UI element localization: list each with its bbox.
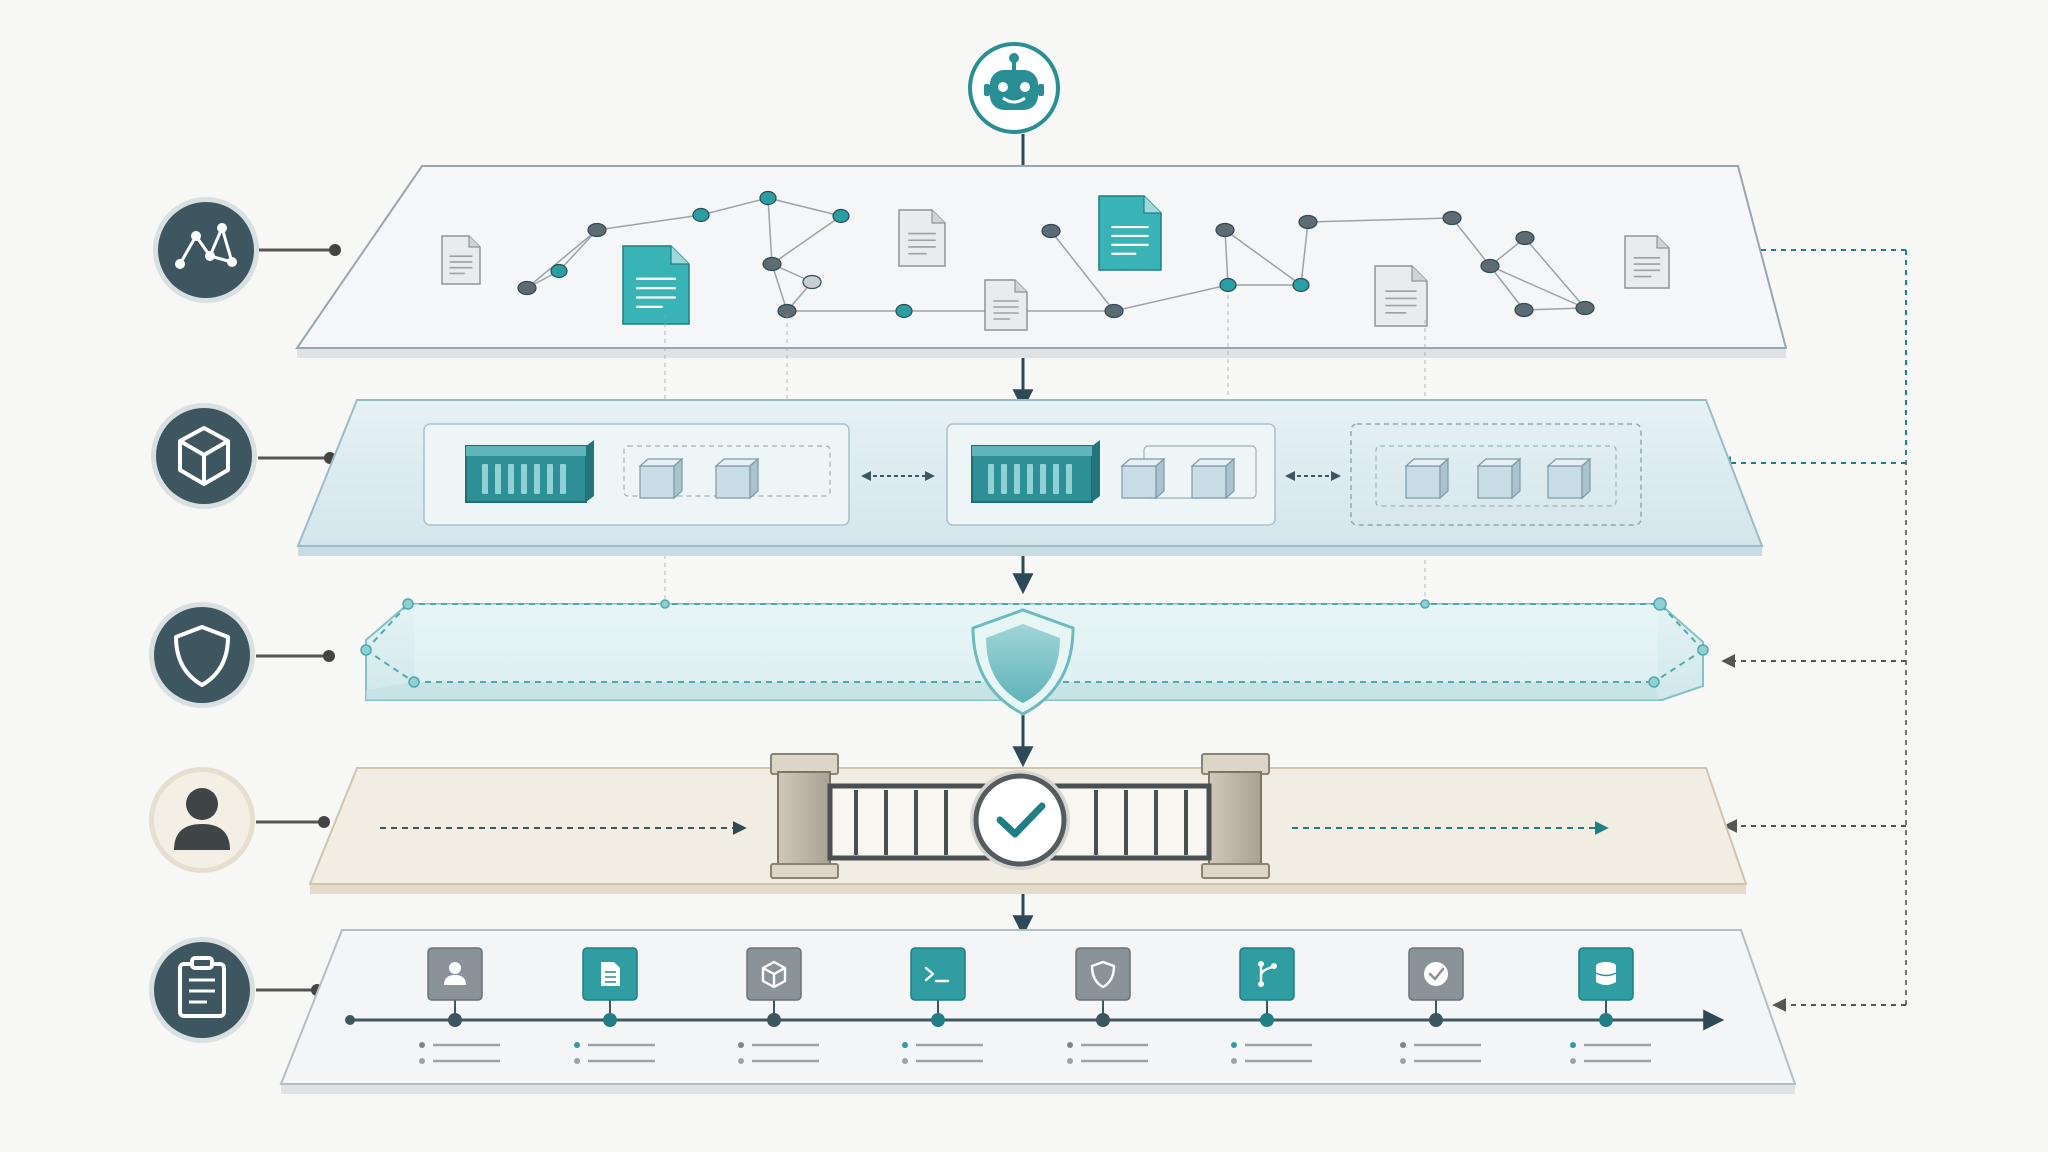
graph-edge — [1224, 229, 1229, 286]
graph-node-icon — [759, 190, 777, 206]
timeline-entry-meta — [574, 1042, 655, 1064]
cube-icon — [1404, 457, 1450, 500]
container-icon — [465, 440, 594, 503]
graph-node-icon — [832, 208, 850, 224]
graph-node-icon — [550, 263, 568, 279]
network-graph-icon — [153, 197, 259, 303]
document-icon — [1098, 195, 1162, 271]
graph-node-icon — [1480, 258, 1500, 274]
shield-emblem — [971, 608, 1075, 716]
graph-node-icon — [1219, 277, 1237, 293]
timeline-entry-meta — [1231, 1042, 1312, 1064]
timeline-entry-meta — [419, 1042, 500, 1064]
graph-edge — [596, 214, 702, 231]
cube-icon — [1120, 457, 1166, 500]
document-icon — [441, 235, 481, 285]
containers-layer — [296, 399, 1764, 556]
graph-node-icon — [1298, 214, 1318, 230]
cube-icon — [714, 457, 760, 500]
shield-icon — [149, 602, 255, 708]
graph-edge — [1489, 265, 1586, 309]
graph-node-icon — [517, 280, 537, 296]
timeline-entry-meta — [738, 1042, 819, 1064]
container-icon — [971, 440, 1100, 503]
graph-edge — [1113, 284, 1229, 312]
document-icon — [582, 947, 638, 1020]
graph-edge — [558, 229, 598, 272]
cube-icon — [151, 403, 257, 509]
graph-node-icon — [1514, 302, 1534, 318]
graph-edge — [767, 197, 842, 217]
graph-node-icon — [1104, 303, 1124, 319]
graph-edge — [1307, 217, 1453, 223]
graph-node-icon — [762, 256, 782, 272]
cube-icon — [1476, 457, 1522, 500]
graph-node-icon — [895, 303, 913, 319]
graph-edge — [1523, 307, 1586, 311]
graph-edge — [1050, 230, 1115, 312]
timeline-entry-meta — [1067, 1042, 1148, 1064]
graph-node-icon — [1515, 230, 1535, 246]
approval-layer — [308, 753, 1748, 894]
graph-edge — [1489, 265, 1525, 311]
document-icon — [622, 245, 690, 325]
graph-edge — [1300, 221, 1309, 286]
graph-edge — [1451, 217, 1491, 267]
left-layer-icons — [149, 197, 341, 1043]
graph-edge — [700, 197, 769, 216]
cube-icon — [638, 457, 684, 500]
graph-edge — [526, 229, 598, 289]
cube-icon — [1546, 457, 1592, 500]
graph-node-icon — [1041, 223, 1061, 239]
container-group-3 — [1350, 423, 1642, 526]
agent-robot-icon — [968, 42, 1060, 134]
graph-node-icon — [1292, 277, 1310, 293]
check-icon — [970, 770, 1070, 870]
graph-node-icon — [1575, 300, 1595, 316]
graph-edge — [771, 215, 842, 265]
graph-node-icon — [587, 222, 607, 238]
person-icon — [149, 767, 255, 873]
shield-icon — [1075, 947, 1131, 1020]
terminal-icon — [910, 947, 966, 1020]
cube-icon — [1190, 457, 1236, 500]
graph-edge — [1224, 229, 1302, 286]
timeline-entry-meta — [1400, 1042, 1481, 1064]
git-branch-icon — [1239, 947, 1295, 1020]
graph-edge — [771, 263, 788, 312]
document-icon — [898, 209, 946, 267]
graph-node-icon — [1442, 210, 1462, 226]
clipboard-icon — [149, 937, 255, 1043]
graph-node-icon — [1215, 222, 1235, 238]
audit-layer — [279, 929, 1797, 1094]
knowledge-layer — [295, 165, 1788, 358]
feedback-loop — [1717, 243, 1907, 1012]
document-icon — [984, 279, 1028, 331]
graph-edge — [767, 197, 773, 265]
security-layer — [360, 597, 1709, 716]
graph-node-icon — [692, 207, 710, 223]
timeline-entry-meta — [902, 1042, 983, 1064]
document-icon — [1624, 235, 1670, 289]
document-icon — [1374, 265, 1428, 327]
graph-edge — [1524, 237, 1586, 309]
graph-node-icon — [802, 274, 822, 290]
timeline-entry-meta — [1570, 1042, 1651, 1064]
